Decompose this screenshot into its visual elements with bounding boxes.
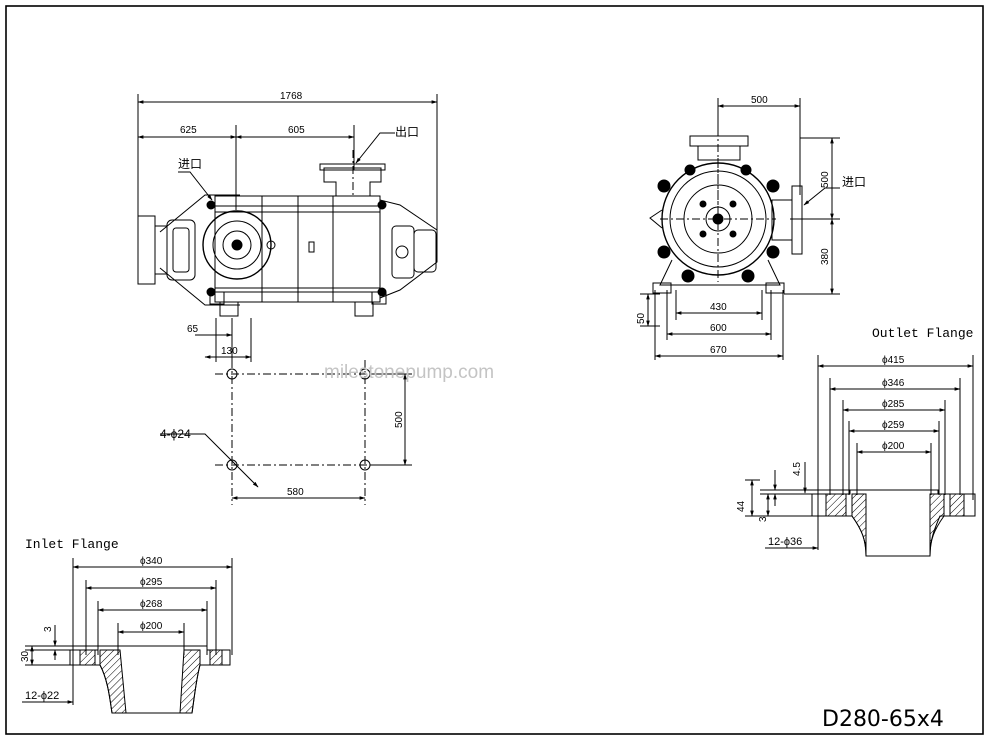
outlet-d-bolt: ϕ346 <box>882 378 905 389</box>
side-view <box>137 94 438 362</box>
outlet-holes: 12-ϕ36 <box>768 536 802 548</box>
inlet-holes: 12-ϕ22 <box>25 690 59 702</box>
outlet-d-step: ϕ259 <box>882 420 905 431</box>
drawing-border <box>5 5 984 735</box>
bolt-holes-label: 4-ϕ24 <box>160 427 191 441</box>
outlet-t-total: 44 <box>736 500 747 512</box>
dim-foundation-width: 580 <box>287 487 304 498</box>
inlet-d-outer: ϕ340 <box>140 556 163 567</box>
outlet-flange <box>745 355 976 557</box>
dim-130: 130 <box>221 346 238 357</box>
inlet-flange <box>22 558 233 714</box>
outlet-d-raised: ϕ285 <box>882 399 905 410</box>
end-view <box>640 98 840 360</box>
dim-65: 65 <box>187 324 199 335</box>
dim-base-width: 670 <box>710 345 727 356</box>
end-view-labels: 500 500 380 进口 50 430 600 670 <box>636 95 866 356</box>
dim-outlet-height: 500 <box>820 171 831 188</box>
outlet-d-bore: ϕ200 <box>882 441 905 452</box>
end-inlet-label: 进口 <box>842 175 866 189</box>
dim-top-width: 500 <box>751 95 768 106</box>
inlet-flange-labels: Inlet Flange ϕ340 ϕ295 ϕ268 ϕ200 3 30 12… <box>20 537 163 702</box>
outlet-label: 出口 <box>395 125 419 139</box>
watermark: milestonepump.com <box>324 362 494 383</box>
inlet-t-total: 30 <box>20 650 31 662</box>
inlet-t-small: 3 <box>43 626 54 632</box>
inlet-d-bolt: ϕ295 <box>140 577 163 588</box>
dim-bolt-span: 430 <box>710 302 727 313</box>
outlet-flange-labels: Outlet Flange ϕ415 ϕ346 ϕ285 ϕ259 ϕ200 4… <box>736 326 973 548</box>
inlet-label: 进口 <box>178 157 202 171</box>
inlet-d-raised: ϕ268 <box>140 599 163 610</box>
model-number: D280-65x4 <box>822 707 944 732</box>
dim-foundation-depth: 500 <box>394 411 405 428</box>
outlet-t-raise: 4.5 <box>792 462 803 476</box>
dim-outlet-offset: 605 <box>288 125 305 136</box>
outlet-t-small: 3 <box>758 516 769 522</box>
dim-foot-span: 600 <box>710 323 727 334</box>
dim-inlet-length: 625 <box>180 125 197 136</box>
dim-foot-height: 50 <box>636 312 647 324</box>
dim-overall-length: 1768 <box>280 91 303 102</box>
outlet-flange-title: Outlet Flange <box>872 326 973 341</box>
side-view-labels: 1768 625 605 出口 进口 65 130 <box>178 91 419 357</box>
outlet-d-outer: ϕ415 <box>882 355 905 366</box>
inlet-d-bore: ϕ200 <box>140 621 163 632</box>
dim-shaft-height: 380 <box>820 248 831 265</box>
inlet-flange-title: Inlet Flange <box>25 537 119 552</box>
foundation-labels: 4-ϕ24 580 500 <box>160 411 405 498</box>
foundation-plan <box>160 360 412 505</box>
